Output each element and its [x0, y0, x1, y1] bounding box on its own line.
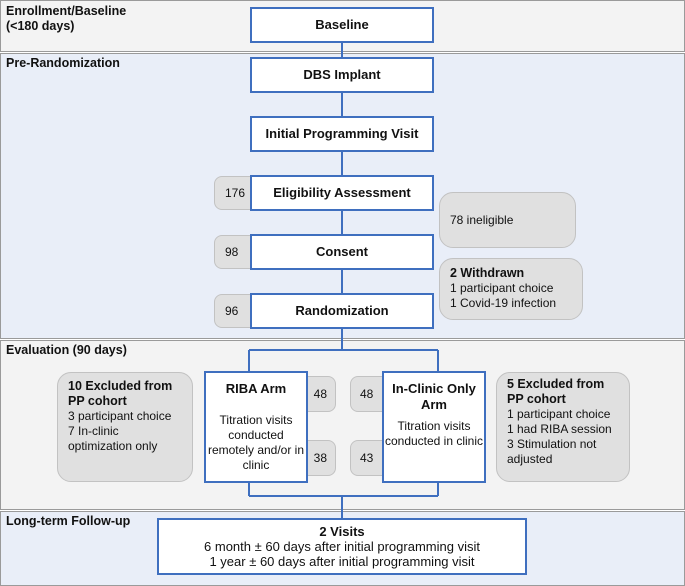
clinic-excluded-title: 5 Excluded from PP cohort	[507, 377, 605, 406]
clinic-excluded-line: 1 had RIBA session	[507, 422, 612, 436]
clinic-arm-description: Titration visits conducted in clinic	[384, 419, 484, 448]
follow-up-title: 2 Visits	[319, 524, 365, 539]
eligibility-assessment-box: Eligibility Assessment	[250, 175, 434, 211]
phase-label-evaluation: Evaluation (90 days)	[6, 343, 127, 357]
clinic-arm-title: In-Clinic Only Arm	[392, 381, 476, 412]
riba-excluded-title: 10 Excluded from PP cohort	[68, 379, 173, 408]
follow-up-box: 2 Visits 6 month ± 60 days after initial…	[157, 518, 527, 575]
initial-programming-box: Initial Programming Visit	[250, 116, 434, 152]
ineligible-note: 78 ineligible	[439, 192, 576, 248]
withdrawn-note: 2 Withdrawn 1 participant choice 1 Covid…	[439, 258, 583, 320]
ineligible-text: 78 ineligible	[450, 213, 514, 227]
riba-excluded-line: 7 In-clinic optimization only	[68, 424, 158, 453]
riba-excluded-line: 3 participant choice	[68, 409, 172, 423]
phase-label-pre-randomization: Pre-Randomization	[6, 56, 120, 70]
randomization-box: Randomization	[250, 293, 434, 329]
withdrawn-title: 2 Withdrawn	[450, 266, 525, 280]
phase-label-enrollment: Enrollment/Baseline (<180 days)	[6, 4, 127, 33]
riba-excluded-note: 10 Excluded from PP cohort 3 participant…	[57, 372, 193, 482]
phase-label-follow-up: Long-term Follow-up	[6, 514, 131, 528]
clinic-excluded-line: 1 participant choice	[507, 407, 611, 421]
riba-arm-description: Titration visits conducted remotely and/…	[207, 413, 305, 472]
withdrawn-line: 1 participant choice	[450, 281, 554, 295]
riba-arm-title: RIBA Arm	[225, 381, 287, 396]
withdrawn-line: 1 Covid-19 infection	[450, 296, 557, 310]
dbs-implant-box: DBS Implant	[250, 57, 434, 93]
clinic-excluded-line: 3 Stimulation not adjusted	[507, 437, 597, 466]
riba-arm-box: RIBA Arm Titration visits conducted remo…	[204, 371, 308, 483]
baseline-box: Baseline	[250, 7, 434, 43]
follow-up-line: 6 month ± 60 days after initial programm…	[204, 539, 480, 554]
clinic-arm-box: In-Clinic Only Arm Titration visits cond…	[382, 371, 486, 483]
clinic-excluded-note: 5 Excluded from PP cohort 1 participant …	[496, 372, 630, 482]
consent-box: Consent	[250, 234, 434, 270]
follow-up-line: 1 year ± 60 days after initial programmi…	[209, 554, 475, 569]
